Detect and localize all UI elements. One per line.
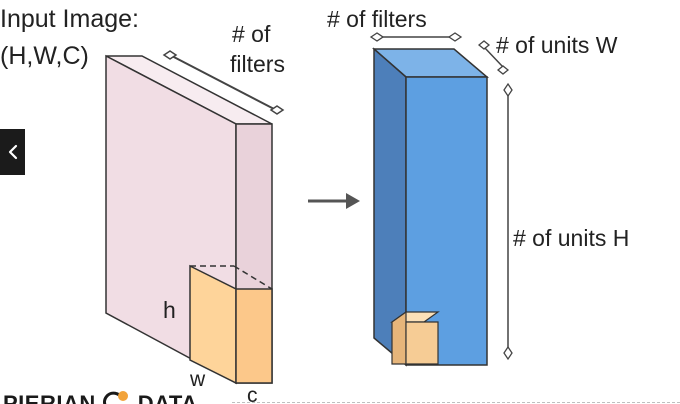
- dimension-end-marker: [269, 105, 285, 115]
- input-shape-label: (H,W,C): [0, 42, 89, 70]
- units-h-label: # of units H: [513, 225, 629, 251]
- output-filters-dimension: [369, 32, 463, 42]
- patch-hidden-edge: [233, 265, 273, 290]
- previous-slide-button[interactable]: [0, 129, 25, 175]
- patch-height-label: h: [163, 297, 176, 323]
- dimension-end-marker: [503, 345, 513, 361]
- output-unit-cube: [390, 310, 440, 365]
- input-image-label: Input Image:: [0, 5, 139, 33]
- input-filters-dimension: [162, 50, 285, 115]
- brand-name-right: DATA: [137, 391, 198, 404]
- units-w-label: # of units W: [496, 32, 618, 58]
- dimension-end-marker: [503, 82, 513, 98]
- units-h-dimension: [503, 82, 513, 361]
- input-filters-label-line1: # of: [232, 21, 271, 47]
- brand-name-left: PIERIAN: [3, 391, 96, 404]
- output-volume-front-face: [405, 76, 488, 366]
- dimension-end-marker: [447, 32, 463, 42]
- arrow-right-icon: [308, 193, 360, 209]
- footer-divider: [232, 402, 680, 404]
- input-filters-label-line2: filters: [230, 51, 285, 77]
- dimension-end-marker: [162, 50, 178, 60]
- footer: PIERIAN DATA: [0, 385, 680, 404]
- brand-logo: PIERIAN DATA: [3, 391, 198, 404]
- chevron-left-icon: [8, 144, 17, 160]
- cube-side-face: [391, 310, 407, 365]
- arrow-head: [346, 193, 360, 209]
- dimension-line: [169, 54, 277, 111]
- patch-channels-label: c: [247, 384, 258, 404]
- output-filters-label: # of filters: [327, 6, 427, 32]
- brand-mark-icon: [100, 391, 134, 404]
- dimension-end-marker: [369, 32, 385, 42]
- cube-front-face: [405, 321, 439, 365]
- output-volume: [372, 47, 490, 367]
- patch-width-label: w: [189, 368, 206, 391]
- patch-side-face: [235, 288, 273, 384]
- units-w-dimension: [477, 40, 510, 75]
- dimension-end-marker: [496, 65, 510, 75]
- receptive-field-patch: [189, 264, 273, 385]
- dimension-end-marker: [477, 40, 491, 50]
- dimension-line: [483, 46, 504, 68]
